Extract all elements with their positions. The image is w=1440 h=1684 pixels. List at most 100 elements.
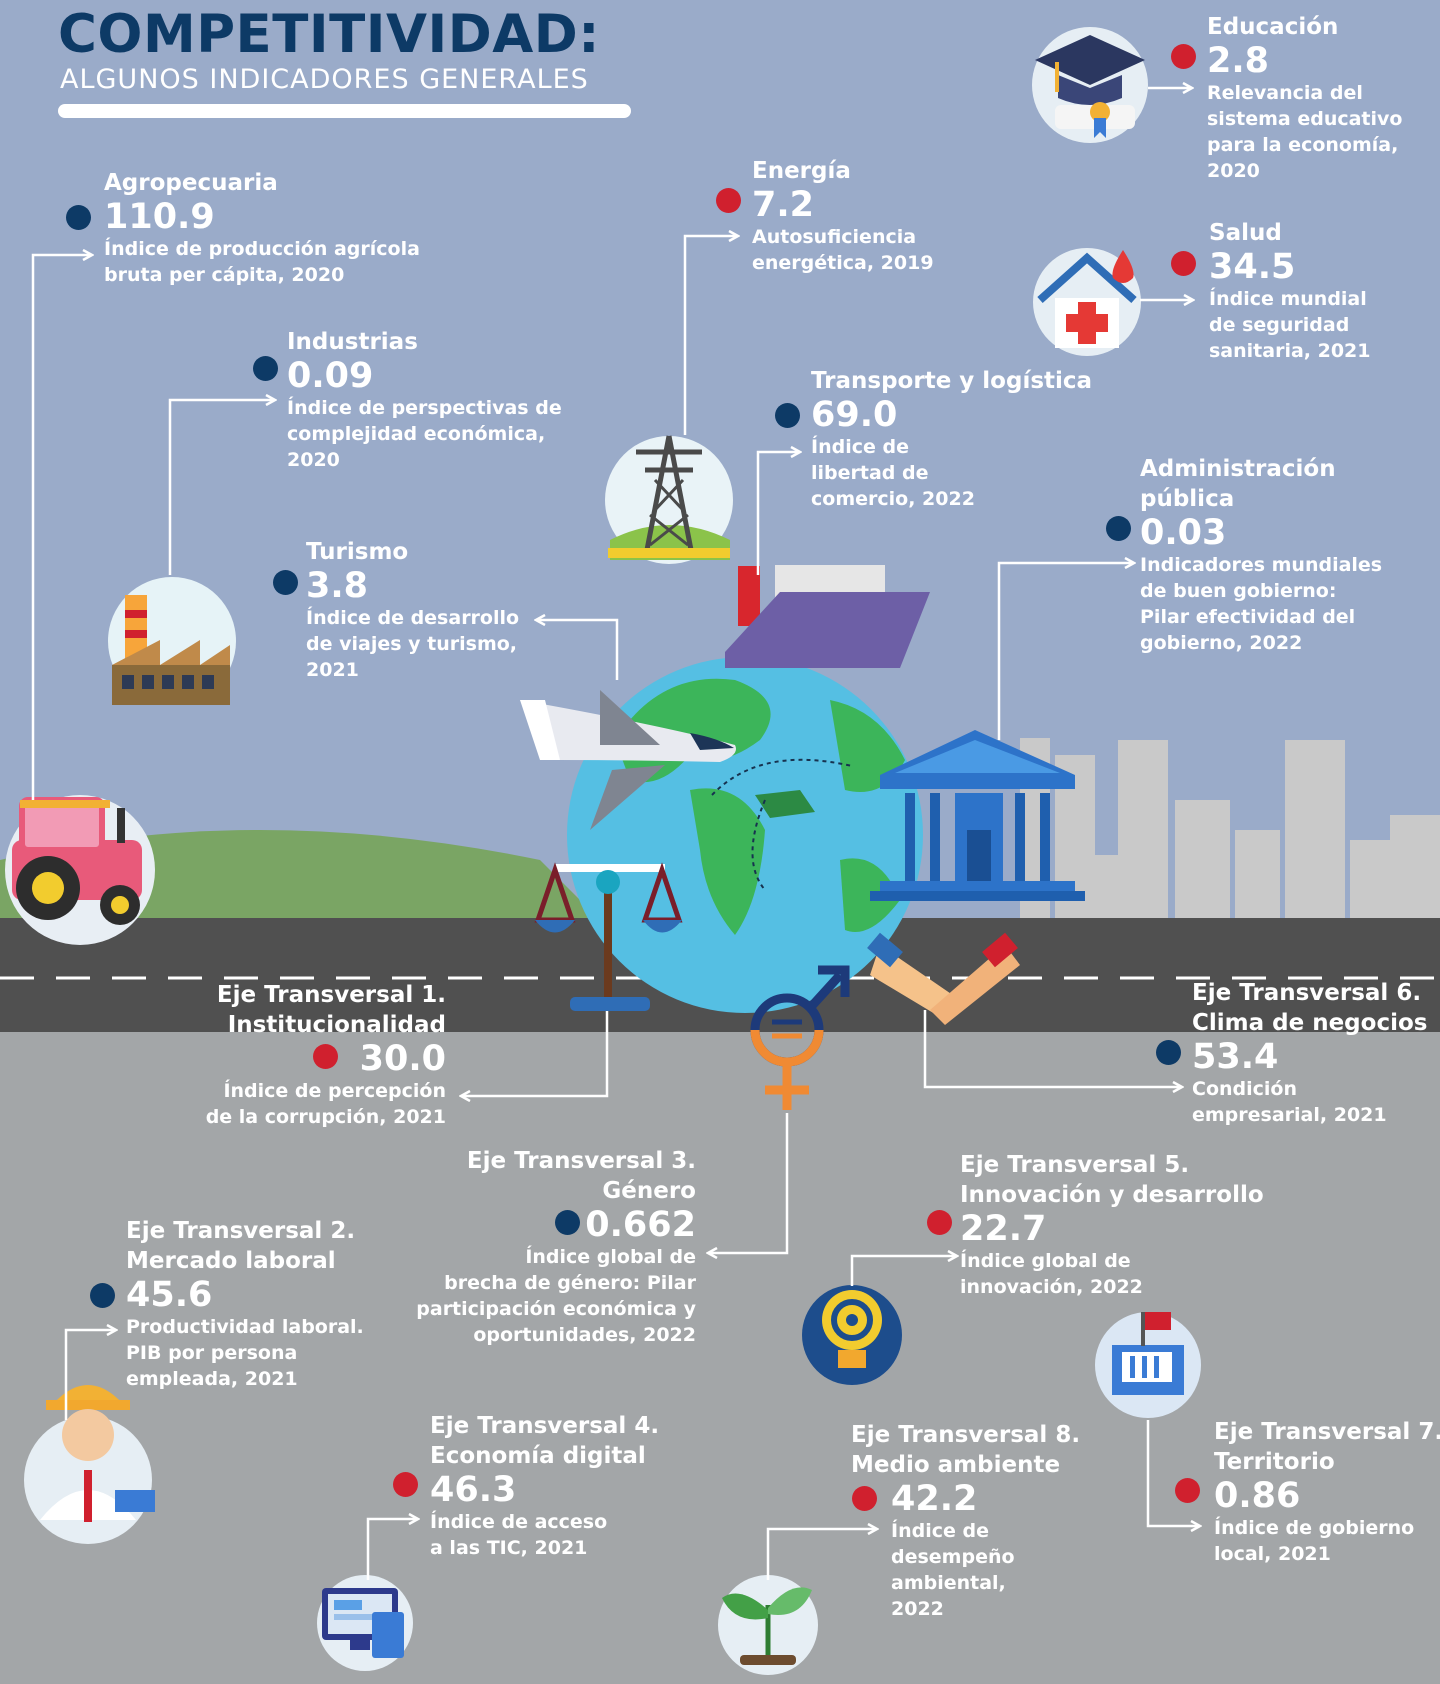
indicator-desc: para la economía, [1207, 134, 1399, 156]
indicator-desc: local, 2021 [1214, 1543, 1331, 1565]
indicator-dot [1106, 516, 1131, 541]
indicator-value: 7.2 [752, 185, 815, 225]
indicator-value: 0.03 [1140, 513, 1227, 553]
indicator-dot [1171, 251, 1196, 276]
page-title: COMPETITIVIDAD: [58, 4, 600, 65]
indicator-desc: 2020 [1207, 160, 1260, 182]
indicator-value: 3.8 [306, 566, 369, 606]
indicator-educacion: Educación 2.8 Relevancia del sistema edu… [1207, 12, 1402, 184]
indicator-eje5: Eje Transversal 5. Innovación y desarrol… [960, 1150, 1264, 1300]
indicator-eje6: Eje Transversal 6. Clima de negocios 53.… [1192, 978, 1427, 1128]
indicator-transporte: Transporte y logística 69.0 Índice de li… [811, 366, 1092, 512]
handshake-icon [867, 932, 1020, 1025]
tractor-icon [5, 795, 155, 945]
indicator-value: 0.662 [585, 1205, 696, 1245]
indicator-dot [716, 188, 741, 213]
indicator-value: 46.3 [430, 1470, 517, 1510]
indicator-desc: ambiental, [891, 1572, 1006, 1594]
indicator-dot [555, 1210, 580, 1235]
plant-icon [718, 1575, 818, 1675]
indicator-desc: Indicadores mundiales [1140, 554, 1383, 576]
indicator-value: 110.9 [104, 197, 215, 237]
graduation-cap-icon [1032, 27, 1148, 143]
indicator-desc: de seguridad [1209, 314, 1350, 336]
indicator-desc: participación económica y [416, 1298, 696, 1320]
indicator-eje4: Eje Transversal 4. Economía digital 46.3… [430, 1411, 659, 1561]
title-underline [58, 104, 631, 118]
indicator-industrias: Industrias 0.09 Índice de perspectivas d… [287, 327, 562, 473]
gender-icon [750, 965, 850, 1110]
indicator-label: Turismo [306, 539, 409, 565]
indicator-desc: a las TIC, 2021 [430, 1537, 588, 1559]
indicator-eje8: Eje Transversal 8. Medio ambiente 42.2 Í… [851, 1420, 1080, 1622]
indicator-value: 53.4 [1192, 1037, 1279, 1077]
indicator-desc: Índice de acceso [430, 1511, 608, 1533]
indicator-desc: oportunidades, 2022 [473, 1324, 696, 1346]
indicator-value: 69.0 [811, 395, 898, 435]
indicator-value: 45.6 [126, 1275, 213, 1315]
indicator-value: 22.7 [960, 1209, 1047, 1249]
indicator-label: Salud [1209, 220, 1282, 246]
indicator-desc: Índice de producción agrícola [104, 238, 420, 260]
indicator-dot [273, 570, 298, 595]
indicator-desc: gobierno, 2022 [1140, 632, 1303, 654]
indicator-dot [927, 1210, 952, 1235]
indicator-desc: Autosuficiencia [752, 226, 917, 248]
indicator-desc: libertad de [811, 462, 929, 484]
indicator-desc: 2020 [287, 449, 340, 471]
indicator-eje2: Eje Transversal 2. Mercado laboral 45.6 … [126, 1216, 364, 1392]
indicator-dot [775, 403, 800, 428]
indicator-dot [90, 1283, 115, 1308]
indicator-label: Mercado laboral [126, 1248, 336, 1274]
indicator-desc: de la corrupción, 2021 [205, 1106, 446, 1128]
indicator-dot [253, 356, 278, 381]
indicator-dot [852, 1486, 877, 1511]
indicator-desc: Índice de gobierno [1214, 1517, 1415, 1539]
page-subtitle: ALGUNOS INDICADORES GENERALES [60, 64, 589, 95]
indicator-label: Eje Transversal 6. [1192, 980, 1422, 1006]
indicator-label: Agropecuaria [104, 170, 278, 196]
indicator-desc: complejidad económica, [287, 423, 546, 445]
indicator-value: 42.2 [891, 1479, 978, 1519]
indicator-label: Eje Transversal 8. [851, 1422, 1081, 1448]
indicator-value: 0.86 [1214, 1476, 1301, 1516]
indicator-label: Innovación y desarrollo [960, 1182, 1264, 1208]
indicator-desc: comercio, 2022 [811, 488, 975, 510]
indicator-eje1: Eje Transversal 1. Institucionalidad 30.… [170, 980, 446, 1130]
indicator-label: Eje Transversal 3. [466, 1148, 696, 1174]
scales-icon [534, 862, 683, 1011]
indicator-desc: brecha de género: Pilar [444, 1272, 696, 1294]
worker-icon [24, 1385, 155, 1544]
indicator-dot [393, 1472, 418, 1497]
indicator-desc: Índice de percepción [223, 1080, 446, 1102]
cargo-ship-icon [725, 565, 930, 668]
indicator-label: Economía digital [430, 1443, 646, 1469]
indicator-desc: empleada, 2021 [126, 1368, 298, 1390]
city-hall-icon [1095, 1312, 1201, 1418]
indicator-turismo: Turismo 3.8 Índice de desarrollo de viaj… [306, 537, 519, 683]
indicator-value: 30.0 [359, 1039, 446, 1079]
indicator-value: 0.09 [287, 356, 374, 396]
computer-icon [317, 1575, 413, 1671]
indicator-desc: Índice mundial [1209, 288, 1367, 310]
indicator-eje3: Eje Transversal 3. Género 0.662 Índice g… [380, 1146, 696, 1348]
connector-lines [31, 88, 1200, 1580]
indicator-desc: de viajes y turismo, [306, 633, 518, 655]
indicator-administracion: Administración pública 0.03 Indicadores … [1140, 454, 1382, 656]
indicator-label: Territorio [1214, 1449, 1335, 1475]
indicator-desc: Condición [1192, 1078, 1297, 1100]
indicator-dot [1175, 1478, 1200, 1503]
indicator-desc: sanitaria, 2021 [1209, 340, 1371, 362]
indicator-desc: energética, 2019 [752, 252, 934, 274]
hospital-icon [1033, 248, 1141, 356]
indicator-desc: Pilar efectividad del [1140, 606, 1356, 628]
indicator-label: Medio ambiente [851, 1452, 1061, 1478]
indicator-label: Energía [752, 158, 851, 184]
indicator-desc: Índice de perspectivas de [287, 397, 562, 419]
indicator-salud: Salud 34.5 Índice mundial de seguridad s… [1209, 218, 1371, 364]
airplane-icon [520, 690, 736, 830]
indicator-desc: Índice de [891, 1520, 989, 1542]
indicator-dot [313, 1044, 338, 1069]
indicator-desc: Relevancia del [1207, 82, 1363, 104]
